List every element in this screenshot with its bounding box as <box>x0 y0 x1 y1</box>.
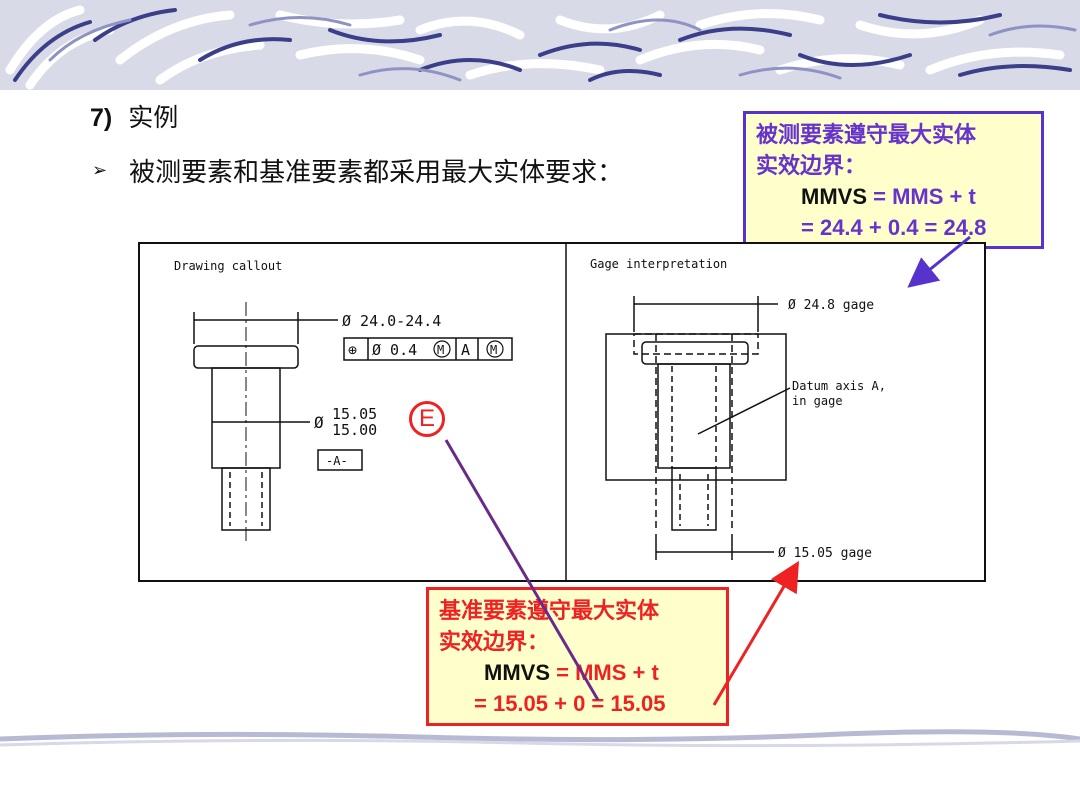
formula-rhs: = MMS + t <box>867 184 976 209</box>
callout-datum-line2: 实效边界： <box>439 629 550 654</box>
formula-lhs: MMVS <box>801 184 867 209</box>
fcf-tolerance: Ø 0.4 <box>372 341 417 359</box>
datum-note-line2: in gage <box>792 394 843 408</box>
fcf-datum-modifier-circle <box>486 340 504 358</box>
decorative-bottom-rule <box>0 729 1080 748</box>
fcf-modifier: M <box>437 343 444 357</box>
slide-heading: 7) 实例 <box>90 98 178 134</box>
datum-feature-label: -A- <box>326 454 348 468</box>
shank-dim-upper: 15.05 <box>332 405 377 423</box>
callout-datum-formula: MMVS = MMS + t <box>439 657 716 688</box>
decorative-banner <box>0 0 1080 90</box>
technical-drawing: Drawing callout Ø 24.0-24.4 ⊕ Ø 0.4 M A … <box>138 242 986 582</box>
callout-datum-feature: 基准要素遵守最大实体 实效边界： MMVS = MMS + t = 15.05 … <box>426 587 729 726</box>
formula-rhs: = MMS + t <box>550 660 659 685</box>
gage-top-dim: Ø 24.8 gage <box>788 298 874 313</box>
left-part-drawing <box>193 302 513 542</box>
gage-bottom-dim: Ø 15.05 gage <box>778 546 872 561</box>
bullet-text: 被测要素和基准要素都采用最大实体要求： <box>129 158 624 188</box>
fcf-modifier-circle <box>433 340 451 358</box>
head-diameter-dim: Ø 24.0-24.4 <box>342 312 441 330</box>
formula-lhs: MMVS <box>484 660 550 685</box>
right-panel-title: Gage interpretation <box>590 257 727 271</box>
bullet-arrow-icon: ➢ <box>92 160 108 181</box>
callout-measured-line1: 被测要素遵守最大实体 <box>756 122 977 147</box>
callout-datum-calc: = 15.05 + 0 = 15.05 <box>474 691 666 716</box>
right-part-drawing <box>605 296 791 560</box>
callout-datum-line1: 基准要素遵守最大实体 <box>439 598 660 623</box>
callout-measured-line2: 实效边界： <box>756 153 867 178</box>
callout-measured-formula: MMVS = MMS + t <box>756 181 1031 212</box>
fcf-position-symbol: ⊕ <box>348 341 357 359</box>
shank-diameter-symbol: Ø <box>314 413 324 432</box>
shank-dim-lower: 15.00 <box>332 421 377 439</box>
envelope-e-icon: E <box>409 401 445 437</box>
datum-note-line1: Datum axis A, <box>792 379 886 393</box>
heading-number: 7) <box>90 104 113 132</box>
heading-title: 实例 <box>128 103 179 132</box>
fcf-datum: A <box>461 341 470 359</box>
callout-measured-feature: 被测要素遵守最大实体 实效边界： MMVS = MMS + t = 24.4 +… <box>743 111 1044 249</box>
left-panel-title: Drawing callout <box>174 259 282 273</box>
bullet-point: ➢ 被测要素和基准要素都采用最大实体要求： <box>92 152 623 189</box>
callout-measured-calc: = 24.4 + 0.4 = 24.8 <box>801 215 987 240</box>
fcf-datum-modifier: M <box>490 343 497 357</box>
